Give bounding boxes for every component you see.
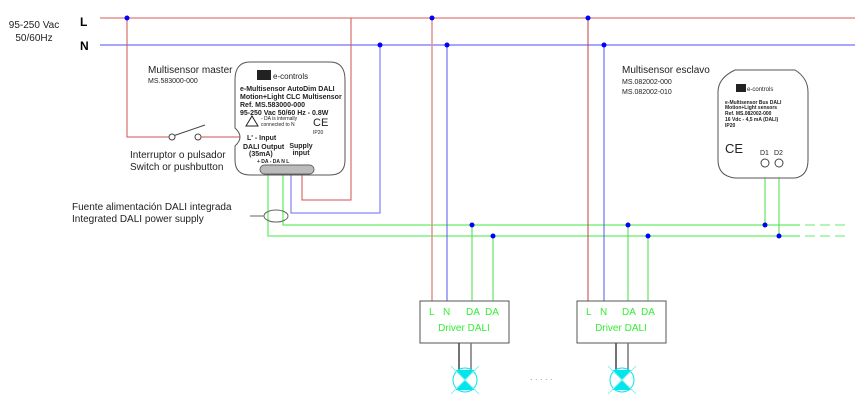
slave-brand: e-controls <box>747 87 773 93</box>
driver-term-da: DA <box>641 307 655 318</box>
driver-term-n: N <box>443 307 450 318</box>
ce-mark-icon: CE <box>725 141 743 156</box>
slave-ip: IP20 <box>725 123 736 129</box>
master-dali-ma: (35mA) <box>249 151 273 158</box>
driver-1-wires <box>431 18 494 301</box>
driver-term-n: N <box>600 307 607 318</box>
psu-label-es: Fuente alimentación DALI integrada <box>72 202 232 213</box>
dali-bus-positive <box>282 172 800 226</box>
brand-logo-icon <box>257 70 271 80</box>
slave-title: Multisensor esclavo <box>622 65 710 76</box>
driver-term-da: DA <box>485 307 499 318</box>
master-device: e-controls e-Multisensor AutoDim DALI Mo… <box>234 61 346 176</box>
slave-d2-label: D2 <box>774 150 783 157</box>
more-drivers-ellipsis: . . . . . <box>530 372 553 382</box>
psu-label-en: Integrated DALI power supply <box>72 214 204 225</box>
master-line3: Ref. MS.583000-000 <box>240 102 305 109</box>
master-input-label: L' - Input <box>247 135 277 142</box>
supply-voltage: 95-250 Vac <box>9 20 59 31</box>
slave-line2: Motion+Light sensors <box>725 105 777 111</box>
master-terminals: + DA - DA N L <box>257 159 289 165</box>
lamp-icon <box>607 365 637 395</box>
master-line1: e-Multisensor AutoDim DALI <box>240 86 335 93</box>
slave-device: e-controls e-Multisensor Bus DALI Motion… <box>717 69 809 179</box>
switch-label-en: Switch or pushbutton <box>130 162 223 173</box>
driver-term-da: DA <box>466 307 480 318</box>
slave-d1-label: D1 <box>760 150 769 157</box>
lamp-1 <box>450 343 480 395</box>
switch-wiring <box>126 18 240 141</box>
dali-bus-negative <box>267 172 800 237</box>
master-brand: e-controls <box>273 72 308 81</box>
slave-ref1: MS.082002-000 <box>622 79 672 86</box>
lamp-2 <box>607 343 637 395</box>
d2-terminal-icon <box>774 158 784 168</box>
supply-frequency: 50/60Hz <box>15 33 52 44</box>
line-n-label: N <box>80 39 89 53</box>
driver-dali-2: L N DA DA Driver DALI <box>576 300 667 344</box>
slave-line3: Ref. MS.082002-000 <box>725 111 772 117</box>
brand-logo-icon <box>736 84 746 92</box>
driver-title: Driver DALI <box>438 323 490 334</box>
junction-dots <box>124 15 782 239</box>
master-line4: 95-250 Vac 50/60 Hz - 0.8W <box>240 110 329 117</box>
master-supply-input: Supply input <box>289 143 313 157</box>
master-neutral-wire <box>290 45 381 214</box>
master-title: Multisensor master <box>148 65 233 76</box>
driver-term-l: L <box>429 307 435 318</box>
lamp-icon <box>450 365 480 395</box>
slave-ref2: MS.082002-010 <box>622 89 672 96</box>
line-l-label: L <box>80 15 87 29</box>
driver-title: Driver DALI <box>595 323 647 334</box>
ce-mark-icon: CE <box>313 117 328 129</box>
terminal-block <box>259 164 315 175</box>
master-ref: MS.583000-000 <box>148 78 198 85</box>
d1-terminal-icon <box>760 158 770 168</box>
slave-line1: e-Multisensor Bus DALI <box>725 100 782 106</box>
warning-icon <box>245 115 259 127</box>
master-live-wire <box>301 18 352 201</box>
master-warning: - DA is internally connected to N <box>261 116 298 128</box>
master-ip: IP20 <box>313 130 324 136</box>
master-dali-output: DALI Output <box>243 144 285 151</box>
driver-2-wires <box>587 18 649 301</box>
driver-term-l: L <box>586 307 592 318</box>
driver-dali-1: L N DA DA Driver DALI <box>419 300 510 344</box>
driver-term-da: DA <box>622 307 636 318</box>
slave-line4: 16 Vdc - 4,5 mA (DALI) <box>725 117 778 123</box>
master-line2: Motion+Light CLC Multisensor <box>240 94 342 101</box>
switch-label-es: Interruptor o pulsador <box>130 150 226 161</box>
